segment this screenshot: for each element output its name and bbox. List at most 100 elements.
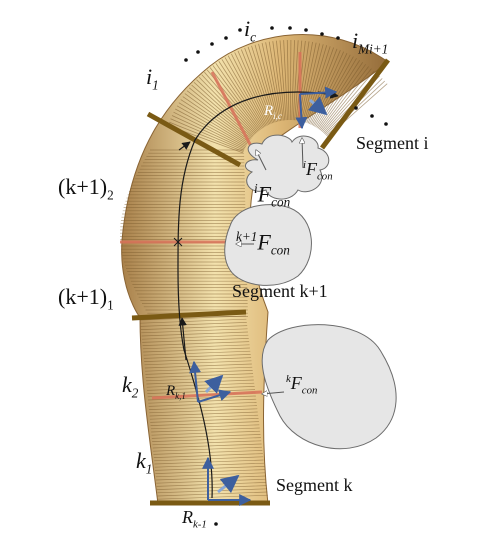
tube-rib: [299, 42, 317, 122]
dot-mark: [370, 114, 374, 118]
tube-rib: [234, 52, 270, 125]
label-k-fcon: kFcon: [286, 373, 318, 397]
frame-k-2: [189, 360, 232, 403]
tube-rib: [152, 443, 262, 449]
label-r-ic: Ri,c: [264, 103, 282, 121]
dot-mark: [336, 36, 340, 40]
tube-rib: [227, 55, 267, 127]
tube-rib: [215, 63, 262, 130]
tube-rib: [198, 76, 256, 135]
tube-rib: [155, 469, 265, 474]
dot-mark: [354, 106, 358, 110]
arc-arrow-2: [178, 141, 191, 151]
tube-rib: [146, 379, 254, 385]
tube-rib: [171, 115, 245, 150]
force-arrow-k: [262, 392, 285, 394]
tube-rib: [143, 347, 250, 353]
tube-rib: [156, 482, 267, 487]
tube-rib: [147, 386, 255, 391]
tube-rib: [289, 40, 292, 121]
tube-rib: [155, 475, 266, 481]
contact-ring-k: [151, 390, 263, 400]
label-segment-k1: Segment k+1: [232, 281, 328, 301]
tube-rib: [231, 53, 268, 126]
dot-mark: [270, 26, 274, 30]
tube-rib: [175, 108, 247, 147]
tube-rib: [140, 322, 247, 327]
tube-rib: [244, 48, 273, 124]
frame-k-1: [202, 456, 252, 506]
tube-rib: [151, 434, 261, 439]
arc-arrow-1: [178, 317, 187, 361]
label-r-km1: Rk-1: [182, 507, 207, 531]
tube-rib: [283, 40, 288, 121]
tube-rib: [168, 121, 244, 152]
dot-mark: [210, 42, 214, 46]
dot-mark: [184, 58, 188, 62]
tube-rib: [152, 437, 261, 442]
tube-rib: [143, 350, 251, 356]
dotted-marks: [184, 26, 388, 526]
tube-rib: [170, 118, 245, 151]
contact-ring-i1: [210, 71, 254, 149]
tube-rib: [301, 43, 321, 122]
arc-tick-2: [173, 237, 183, 247]
dot-mark: [384, 122, 388, 126]
tube-rib: [196, 79, 255, 136]
tube-rib: [302, 44, 324, 122]
tube-rib: [143, 354, 251, 359]
label-i-mi1: iMi+1: [352, 28, 389, 57]
tube-rib: [317, 62, 364, 129]
tube-ribs: [120, 40, 388, 500]
tube-rib: [155, 472, 266, 478]
tube-rib: [146, 382, 255, 388]
tube-rib: [178, 102, 248, 145]
tube-rib: [149, 414, 259, 420]
tube-rib: [286, 40, 290, 121]
dot-mark: [224, 36, 228, 40]
tube-rib: [140, 318, 247, 324]
tube-rib: [156, 478, 266, 484]
tube-rib: [321, 68, 372, 132]
tube-rib: [184, 93, 250, 141]
tube-rib: [153, 446, 263, 452]
tube-rib: [254, 44, 277, 122]
contact-object-k1: [224, 204, 312, 286]
tube-rib: [318, 64, 367, 130]
tube-rib: [276, 40, 286, 121]
label-r-k1: Rk,1: [166, 383, 186, 401]
tube-rib: [240, 49, 272, 124]
tube-rib: [292, 40, 299, 121]
tube-rib: [209, 67, 260, 131]
label-i-1: i1: [146, 64, 159, 93]
segment-divider-k1-i: [146, 111, 242, 168]
tube-rib: [322, 70, 375, 133]
tube-rib: [251, 45, 276, 123]
tube-rib: [237, 50, 271, 125]
tube-rib: [149, 408, 258, 414]
label-k1-2: (k+1)2: [58, 174, 114, 203]
dot-mark: [196, 50, 200, 54]
contact-object-k: [261, 324, 397, 450]
label-segment-i: Segment i: [356, 133, 429, 153]
tube-rib: [193, 82, 254, 137]
tube-rib: [303, 45, 328, 123]
label-kplus1-fcon: k+1Fcon: [236, 229, 290, 258]
tube-rib: [145, 373, 254, 378]
label-ic-fcon: iFcon: [303, 159, 333, 183]
tube-rib: [153, 450, 263, 455]
tube-rib: [152, 440, 262, 446]
tube-rib: [258, 43, 279, 122]
label-segment-k: Segment k: [276, 475, 353, 495]
centerline-arc: [177, 91, 336, 499]
tube-rib: [186, 90, 251, 140]
tube-rib: [173, 111, 246, 149]
tube-rib: [144, 357, 252, 362]
force-arrow-i1: [256, 150, 267, 171]
dot-mark: [304, 28, 308, 32]
tube-rib: [218, 61, 263, 129]
label-k-2: k2: [122, 372, 139, 401]
tube-rib: [147, 389, 256, 394]
tube-rib: [291, 40, 295, 121]
